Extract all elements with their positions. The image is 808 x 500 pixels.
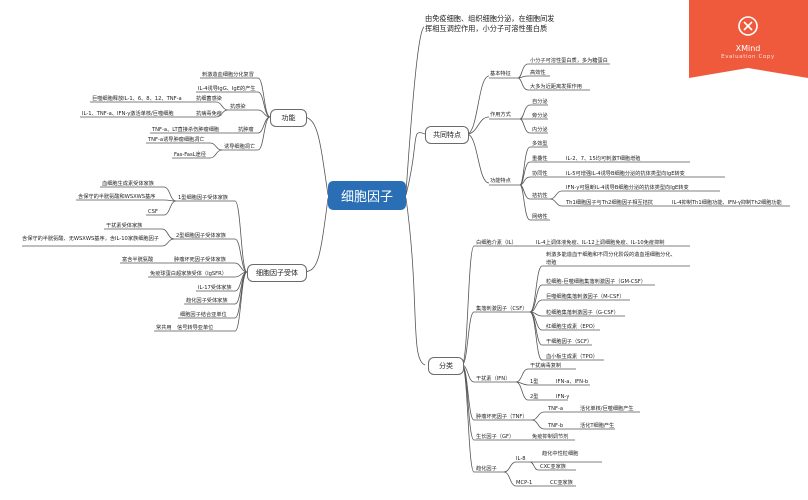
- node-leaf[interactable]: 巨噬细胞释放IL-1、6、8、12、TNF-a: [92, 96, 182, 102]
- node-leaf[interactable]: IL-4上调体液免疫、IL-12上调细胞免疫、IL-10免疫抑制: [536, 240, 665, 246]
- node-leaf[interactable]: 内分泌: [532, 127, 548, 133]
- node-type1-receptor[interactable]: 1型细胞因子受体家族: [178, 195, 228, 201]
- node-leaf[interactable]: 活化单核/巨噬细胞产生: [580, 406, 634, 412]
- node-leaf[interactable]: 活化T细胞产生: [580, 423, 615, 429]
- node-leaf[interactable]: 巨噬细胞集落刺激因子（M-CSF）: [546, 294, 625, 300]
- node-leaf[interactable]: 拮抗性: [532, 193, 548, 199]
- node-leaf[interactable]: IL-4抑制Th1细胞功能、IFN-γ抑制Th2细胞功能: [672, 200, 782, 206]
- central-topic[interactable]: 细胞因子: [328, 181, 406, 210]
- node-action-mode[interactable]: 作用方式: [490, 112, 511, 118]
- node-leaf[interactable]: Fas-FasL途径: [174, 152, 206, 158]
- node-leaf[interactable]: IL-5可增强IL-4诱导B细胞分泌的抗体类型向IgE转变: [566, 171, 685, 177]
- node-leaf[interactable]: 细胞因子结合亚单位: [180, 312, 227, 318]
- node-leaf[interactable]: 粒细胞-巨噬细胞集落刺激因子（GM-CSF）: [546, 279, 646, 285]
- node-leaf[interactable]: TNF-a诱导肿瘤细胞凋亡: [148, 137, 205, 143]
- node-leaf[interactable]: 自分泌: [532, 99, 548, 105]
- node-interferon[interactable]: 干扰素（IFN）: [476, 376, 511, 382]
- branch-classification[interactable]: 分类: [428, 357, 464, 375]
- node-leaf[interactable]: 2型: [530, 394, 539, 400]
- node-leaf[interactable]: MCP-1: [516, 480, 533, 486]
- badge-subtitle: Evaluation Copy: [721, 54, 775, 60]
- node-leaf[interactable]: 多效型: [532, 141, 548, 147]
- connector: [405, 26, 425, 194]
- connector: [304, 116, 329, 196]
- node-leaf[interactable]: 红细胞生成素（EPO）: [546, 324, 598, 330]
- node-leaf[interactable]: 粒细胞集落刺激因子（G-CSF）: [546, 310, 619, 316]
- node-leaf[interactable]: 免疫抑制调节剂: [532, 434, 569, 440]
- node-leaf[interactable]: IL-1、TNF-a、IFN-γ激活单核/巨噬细胞: [82, 111, 174, 117]
- node-leaf[interactable]: 常共用: [156, 325, 172, 331]
- node-leaf[interactable]: 血细胞生成素受体家族: [102, 181, 154, 187]
- node-leaf[interactable]: TNF-a、LT直接杀伤肿瘤细胞: [152, 127, 220, 133]
- node-leaf[interactable]: TNF-a: [548, 406, 564, 412]
- definition-line: 挥相互调控作用，小分子可溶性蛋白质: [425, 24, 548, 33]
- node-leaf[interactable]: IFN-γ可阻断IL-4诱导B细胞分泌的抗体类型向IgE转变: [566, 185, 689, 191]
- node-csf[interactable]: 集落刺激因子（CSF）: [476, 306, 528, 312]
- node-leaf[interactable]: 小分子可溶性蛋白质，多为糖蛋白: [530, 58, 608, 64]
- node-leaf[interactable]: 抗病毒免疫: [196, 111, 222, 117]
- node-leaf[interactable]: IL-8: [516, 456, 526, 462]
- node-type2-receptor[interactable]: 2型细胞因子受体家族: [176, 233, 226, 239]
- branch-gongneng[interactable]: 功能: [270, 109, 307, 127]
- node-leaf[interactable]: 干扰病毒复制: [530, 363, 562, 369]
- node-tnf[interactable]: 肿瘤坏死因子（TNF）: [476, 414, 528, 420]
- node-chemokine[interactable]: 趋化因子: [476, 466, 497, 472]
- node-interleukin[interactable]: 白细胞介素（IL）: [476, 240, 517, 246]
- node-tnfr[interactable]: 肿瘤坏死因子受体家族: [174, 257, 226, 263]
- node-leaf[interactable]: 刺激造血细胞分化复冒: [202, 72, 254, 78]
- xmind-evaluation-badge: [689, 0, 808, 78]
- node-leaf[interactable]: 干细胞因子（SCF）: [546, 339, 593, 345]
- connector: [304, 197, 329, 273]
- node-leaf[interactable]: IL-17受体家族: [198, 285, 232, 291]
- node-apoptosis[interactable]: 诱导细胞凋亡: [224, 144, 256, 150]
- node-function-features[interactable]: 功能特点: [490, 178, 511, 184]
- connector: [405, 197, 426, 366]
- node-leaf[interactable]: 血小板生成素（TPO）: [546, 354, 598, 360]
- node-leaf[interactable]: 大多为近距离发挥作用: [530, 84, 582, 90]
- node-anti-tumor[interactable]: 抗肿瘤: [238, 127, 254, 133]
- node-leaf[interactable]: IFN-γ: [556, 394, 570, 400]
- definition-note: 由免疫细胞、组织细胞分泌，在细胞间发 挥相互调控作用，小分子可溶性蛋白质: [425, 14, 554, 34]
- node-basic-features[interactable]: 基本特征: [490, 71, 511, 77]
- node-anti-infection[interactable]: 抗感染: [230, 104, 246, 110]
- node-leaf[interactable]: 高效性: [530, 70, 546, 76]
- node-leaf[interactable]: 增殖: [546, 260, 557, 266]
- node-leaf[interactable]: Th1细胞因子与Th2细胞因子相互拮抗: [566, 200, 653, 206]
- node-leaf[interactable]: CC亚家族: [550, 480, 573, 486]
- branch-common-features[interactable]: 共同特点: [425, 126, 469, 144]
- node-leaf[interactable]: 抗细菌感染: [196, 96, 222, 102]
- node-leaf[interactable]: 趋化中性粒细胞: [542, 451, 579, 457]
- node-leaf[interactable]: IL-4诱导IgG、IgE的产生: [198, 86, 256, 92]
- node-leaf[interactable]: 含保守的半胱氨酸和WSXWS基序: [78, 194, 156, 200]
- node-leaf[interactable]: TNF-b: [548, 423, 564, 429]
- node-leaf[interactable]: 重叠性: [532, 156, 548, 162]
- node-leaf[interactable]: 网络性: [532, 214, 548, 220]
- node-leaf[interactable]: CSF: [148, 209, 158, 215]
- node-leaf[interactable]: 1型: [530, 379, 539, 385]
- node-leaf[interactable]: IFN-a、IFN-b: [556, 379, 589, 385]
- node-leaf[interactable]: 刺激多能造血干细胞和不同分化阶段的造血祖细胞分化、: [546, 252, 676, 258]
- node-leaf[interactable]: 协同性: [532, 171, 548, 177]
- branch-cytokine-receptor[interactable]: 细胞因子受体: [247, 264, 307, 282]
- node-leaf[interactable]: 富含半胱氨酸: [122, 257, 154, 263]
- node-growth-factor[interactable]: 生长因子（GF）: [476, 434, 515, 440]
- node-leaf[interactable]: 旁分泌: [532, 113, 548, 119]
- node-leaf[interactable]: IL-2、7、15均可刺激T细胞增殖: [566, 156, 641, 162]
- node-leaf[interactable]: 含保守的半胱氨酸、无WSXWS基序，含IL-10家族细胞因子: [22, 236, 159, 242]
- node-leaf[interactable]: 干扰素受体家族: [106, 223, 143, 229]
- node-leaf[interactable]: 信号转导亚单位: [177, 325, 214, 331]
- node-leaf[interactable]: CXC亚家族: [540, 464, 566, 470]
- definition-line: 由免疫细胞、组织细胞分泌，在细胞间发: [425, 14, 555, 23]
- badge-title: XMind: [735, 44, 761, 53]
- node-igsfr[interactable]: 免疫球蛋白超家族受体（IgSFR）: [150, 271, 227, 277]
- connector: [405, 132, 426, 196]
- node-leaf[interactable]: 趋化因子受体家族: [186, 298, 228, 304]
